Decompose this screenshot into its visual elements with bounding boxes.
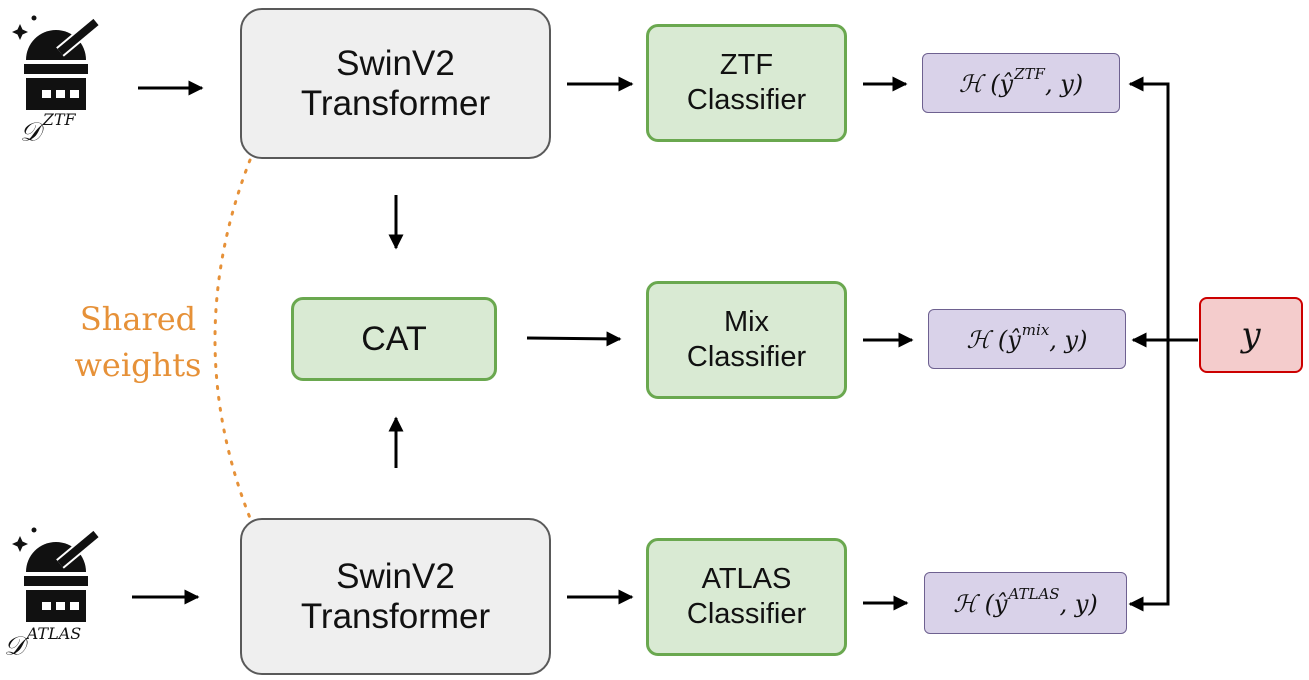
target-label-y: y <box>1199 297 1303 373</box>
arrow-cat-to-mix-classifier <box>526 331 622 347</box>
ztf-loss: ℋ (ŷZTF, y) <box>922 53 1120 113</box>
arrow-target-to-ztf-loss <box>1128 76 1170 340</box>
mix-loss: ℋ (ŷmix, y) <box>928 309 1126 369</box>
cat-module: CAT <box>291 297 497 381</box>
observatory-icon <box>12 15 100 110</box>
shared-weights-arc <box>213 158 252 520</box>
atlas-loss: ℋ (ŷATLAS, y) <box>924 572 1127 634</box>
shared-weights-label: Shared weights <box>74 300 202 384</box>
observatory-icon <box>12 527 100 622</box>
arrow-target-to-atlas-loss <box>1128 340 1170 612</box>
